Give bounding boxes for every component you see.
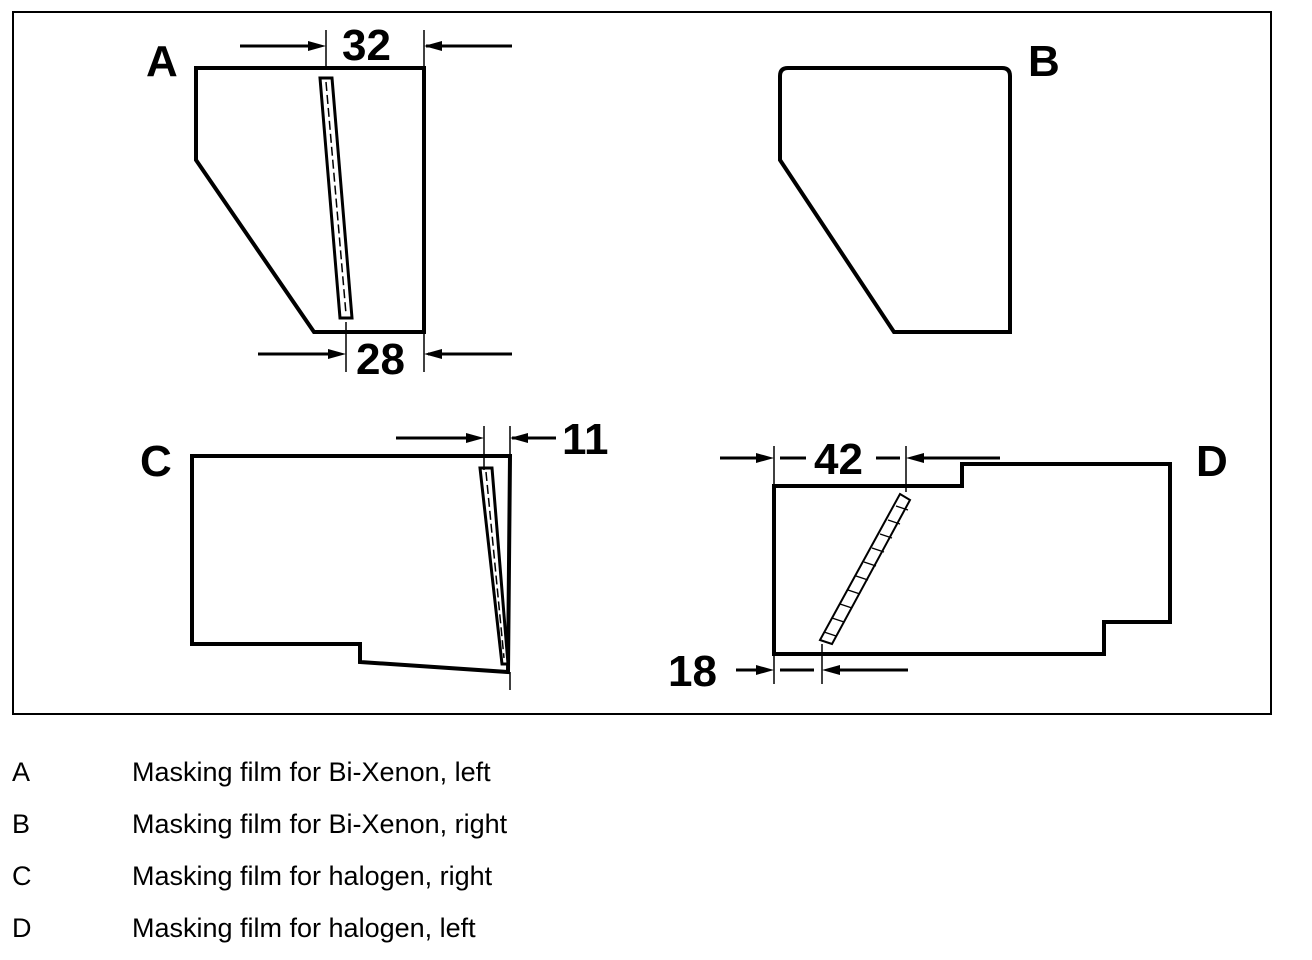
legend-description: Masking film for halogen, left	[132, 913, 476, 943]
legend-description: Masking film for halogen, right	[132, 861, 493, 891]
panel-a-bottom-dimension: 28	[258, 322, 512, 384]
panel-c-label: C	[140, 437, 172, 486]
legend-key: C	[12, 861, 32, 891]
panel-d-film-shape	[772, 462, 1172, 656]
panel-a-film-shape	[194, 66, 426, 334]
panel-c-top-dim-value: 11	[562, 415, 609, 464]
panel-d-top-dim-value: 42	[814, 435, 863, 484]
legend-key: A	[12, 757, 31, 787]
panel-c-film-shape	[190, 454, 513, 675]
panel-a-label: A	[146, 37, 178, 86]
diagram-frame	[12, 11, 1272, 715]
masking-film-diagram: A 32 28 B C	[12, 11, 1272, 715]
legend-key: D	[12, 913, 32, 943]
legend-description: Masking film for Bi-Xenon, right	[132, 809, 508, 839]
panel-c-top-dimension: 11	[396, 415, 609, 690]
panel-c: C 11	[140, 415, 609, 690]
panel-d-strip	[818, 492, 912, 646]
panel-a-strip	[318, 76, 354, 320]
panel-a: A 32 28	[146, 21, 512, 384]
panel-d: D 42	[668, 435, 1228, 696]
panel-a-top-dimension: 32	[240, 21, 512, 70]
panel-d-top-dimension: 42	[720, 435, 1000, 492]
panel-d-label: D	[1196, 437, 1228, 486]
panel-a-bottom-dim-value: 28	[356, 335, 405, 384]
legend-key: B	[12, 809, 31, 839]
panel-b: B	[778, 37, 1060, 334]
panel-b-label: B	[1028, 37, 1060, 86]
legend: A Masking film for Bi-Xenon, left B Mask…	[12, 752, 1302, 960]
panel-c-strip	[478, 466, 510, 666]
legend-description: Masking film for Bi-Xenon, left	[132, 757, 491, 787]
legend-item: A Masking film for Bi-Xenon, left	[12, 752, 1302, 804]
legend-item: C Masking film for halogen, right	[12, 856, 1302, 908]
panel-b-film-shape	[778, 66, 1012, 334]
legend-item: B Masking film for Bi-Xenon, right	[12, 804, 1302, 856]
legend-item: D Masking film for halogen, left	[12, 908, 1302, 960]
panel-a-top-dim-value: 32	[342, 21, 391, 70]
panel-d-bottom-dimension: 18	[668, 644, 908, 696]
panel-d-bottom-dim-value: 18	[668, 647, 717, 696]
